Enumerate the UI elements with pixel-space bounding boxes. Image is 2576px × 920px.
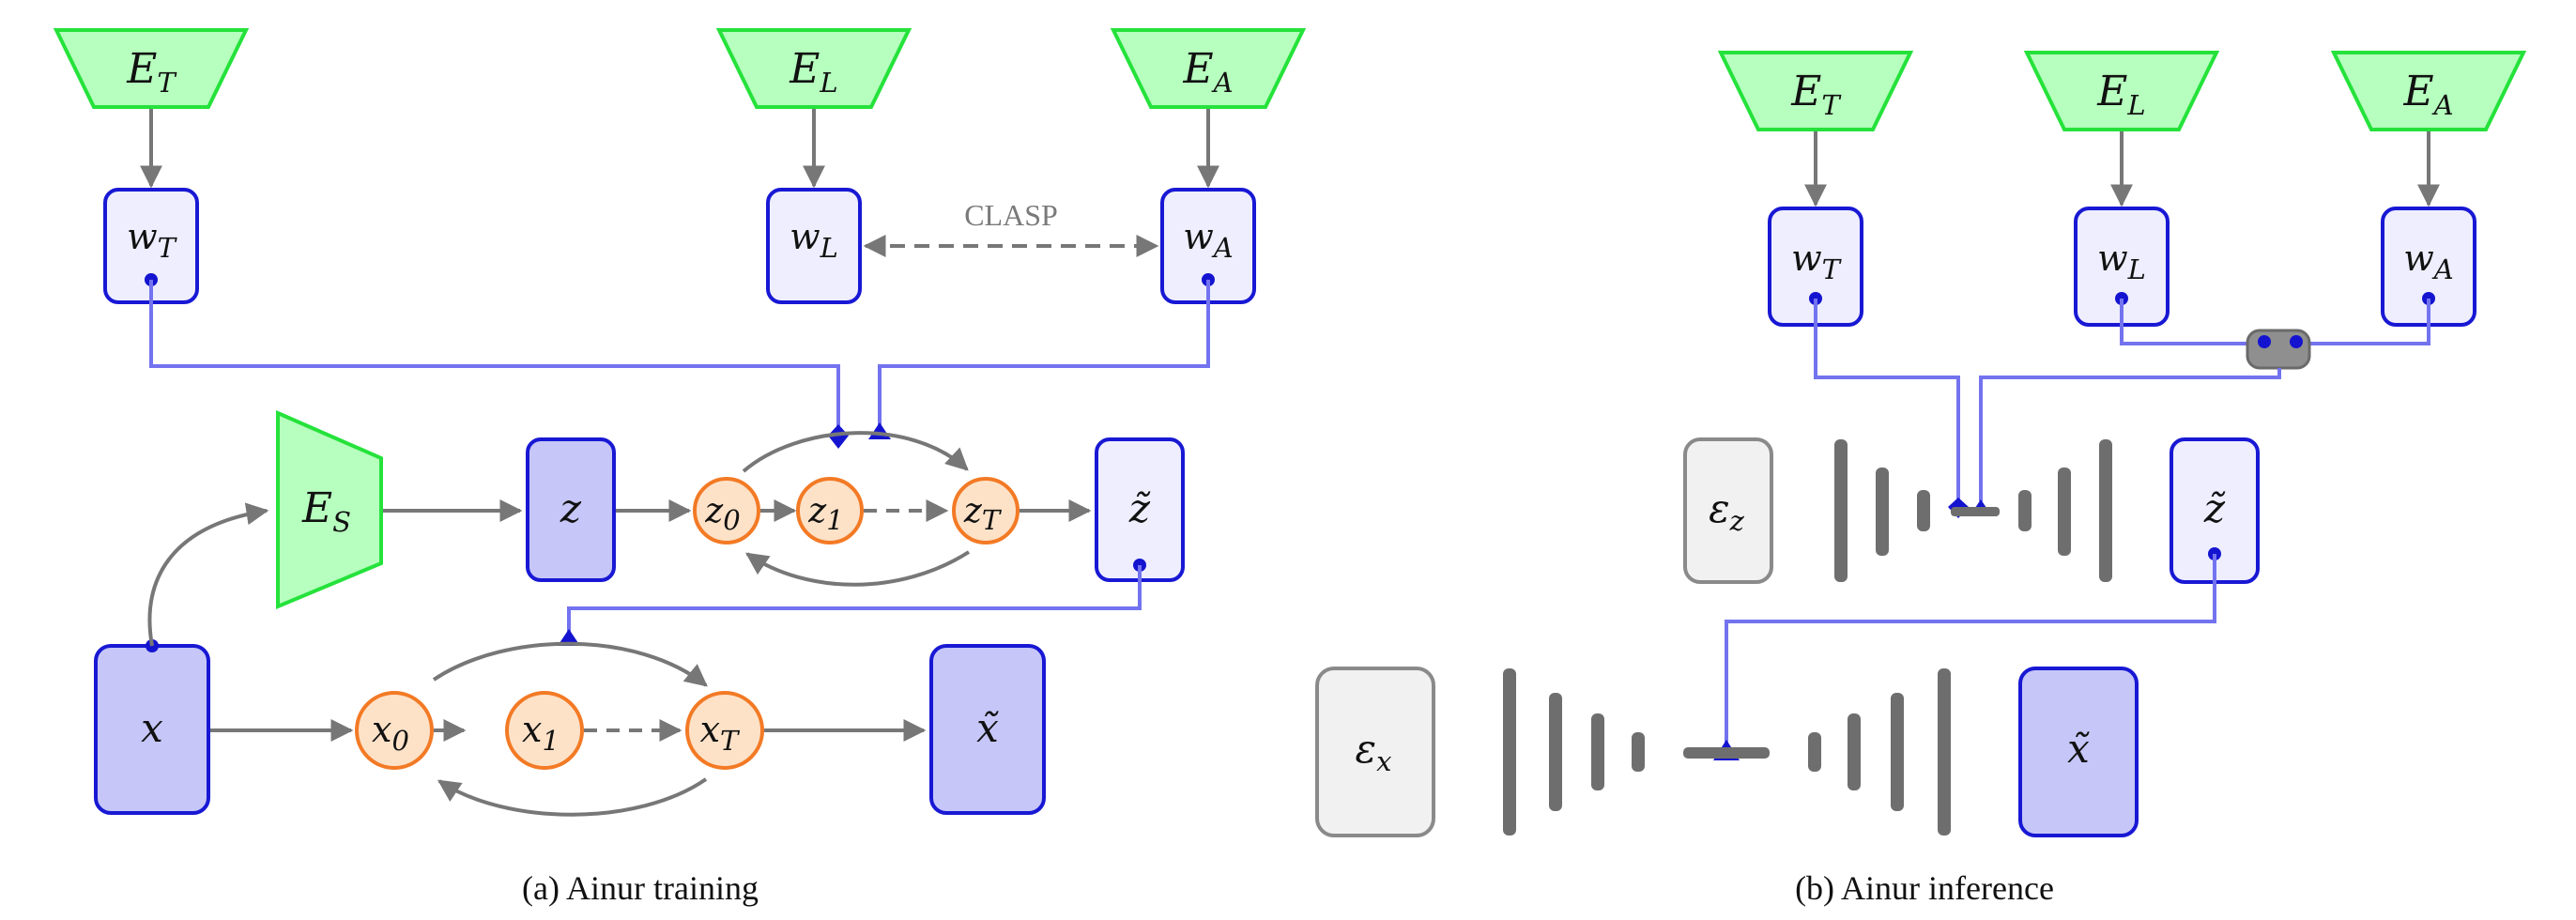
caption-inference: (b) Ainur inference xyxy=(1795,869,2054,907)
svg-text:x1: x1 xyxy=(522,709,560,757)
inference-panel: ET EL EA wT wL wA xyxy=(1315,51,2527,907)
arrow-x-es xyxy=(147,502,269,647)
embedding-pair-connector xyxy=(2246,329,2311,370)
svg-text:x̃: x̃ xyxy=(976,705,999,751)
inf-wa-pair-line xyxy=(2296,299,2430,345)
ztilde-injection-marker xyxy=(558,629,580,646)
inf-wl-pair-line xyxy=(2120,299,2264,345)
lyrics-embedding: wL xyxy=(766,188,862,304)
caption-training: (a) Ainur training xyxy=(522,869,759,907)
x-reverse-arc xyxy=(437,777,708,817)
z-diffusion-step-1: z1 xyxy=(796,477,864,544)
inference-lyrics-encoder: EL xyxy=(2023,51,2220,131)
z-diffusion-step-0: z0 xyxy=(693,477,760,544)
svg-text:z1: z1 xyxy=(807,492,843,536)
svg-text:wT: wT xyxy=(127,216,178,264)
z-diffusion-step-t: zT xyxy=(952,477,1020,544)
x-diffusion-step-0: x0 xyxy=(355,691,434,770)
latent-noise-model: εz xyxy=(1683,437,1773,584)
audio-encoder: EA xyxy=(1110,28,1307,109)
svg-text:zT: zT xyxy=(963,492,1003,536)
wa-injection-marker xyxy=(868,422,891,439)
ztilde-conditioning-line xyxy=(567,565,1142,636)
inf-wt-conditioning-line xyxy=(1814,299,1960,503)
inf-wla-conditioning-line xyxy=(1979,368,2281,501)
svg-text:wL: wL xyxy=(2097,238,2146,285)
svg-text:x0: x0 xyxy=(372,709,409,757)
spectrogram-encoder: ES xyxy=(276,409,383,610)
text-encoder: ET xyxy=(53,28,250,109)
latent-unet xyxy=(1834,439,2112,582)
clasp-label: CLASP xyxy=(964,198,1058,232)
training-panel: ET EL EA wT wL wA CLASP xyxy=(53,28,1307,907)
svg-text:εz: εz xyxy=(1709,485,1745,537)
x-diffusion-step-1: x1 xyxy=(505,691,584,770)
latent-z: z xyxy=(526,437,616,582)
svg-text:z̃: z̃ xyxy=(2203,485,2226,531)
svg-text:ET: ET xyxy=(1790,68,1842,121)
svg-text:ET: ET xyxy=(126,45,177,99)
inf-ztilde-conditioning-line xyxy=(1725,554,2216,744)
inference-text-encoder: ET xyxy=(1717,51,1914,131)
svg-text:EL: EL xyxy=(789,45,837,99)
svg-text:x: x xyxy=(141,705,163,751)
z-reverse-arc xyxy=(745,550,971,587)
svg-text:wL: wL xyxy=(790,216,838,264)
x-forward-arc xyxy=(432,641,708,687)
svg-text:ES: ES xyxy=(301,484,351,538)
svg-text:z̃: z̃ xyxy=(1128,485,1151,531)
svg-text:EA: EA xyxy=(1182,45,1233,99)
text-embedding: wT xyxy=(103,188,199,304)
inference-output-x-tilde: x̃ xyxy=(2018,667,2139,837)
svg-text:z0: z0 xyxy=(704,492,740,536)
svg-text:wA: wA xyxy=(1183,216,1233,264)
input-x: x xyxy=(94,639,210,815)
svg-text:x̃: x̃ xyxy=(2067,726,2090,772)
svg-text:wA: wA xyxy=(2403,238,2453,285)
lyrics-encoder: EL xyxy=(715,28,912,109)
inference-audio-encoder: EA xyxy=(2330,51,2527,131)
z-forward-arc xyxy=(742,431,969,473)
latent-z-tilde: z̃ xyxy=(1095,437,1185,582)
waveform-noise-model: εx xyxy=(1315,667,1435,837)
wt-injection-marker xyxy=(828,424,849,449)
svg-text:εx: εx xyxy=(1356,726,1392,777)
svg-text:EA: EA xyxy=(2402,68,2453,121)
inference-text-embedding: wT xyxy=(1768,207,1863,327)
output-x-tilde: x̃ xyxy=(929,644,1046,815)
wt-conditioning-line xyxy=(149,280,840,434)
svg-text:wT: wT xyxy=(1791,238,1843,285)
svg-text:z: z xyxy=(560,485,582,531)
x-diffusion-step-t: xT xyxy=(685,691,764,770)
wa-conditioning-line xyxy=(878,280,1210,426)
inference-lyrics-embedding: wL xyxy=(2074,207,2170,327)
waveform-unet xyxy=(1503,668,1951,836)
svg-text:EL: EL xyxy=(2096,68,2145,121)
svg-text:xT: xT xyxy=(700,709,741,757)
